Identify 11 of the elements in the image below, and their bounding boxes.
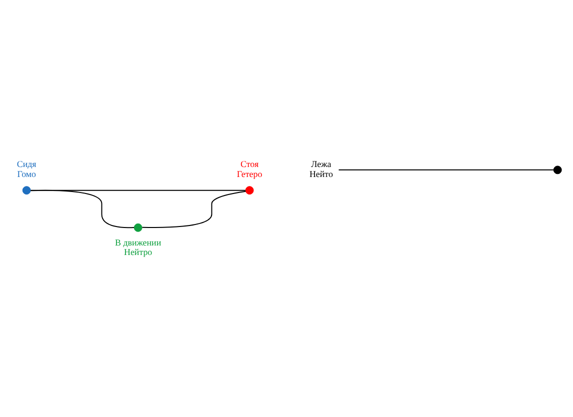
node-circle bbox=[245, 186, 254, 194]
node-circle bbox=[134, 222, 142, 232]
connector bbox=[30, 189, 135, 228]
connector bbox=[338, 168, 554, 170]
node-label: В движении Нейтро bbox=[115, 236, 162, 257]
node-label: Сидя Гомо bbox=[16, 158, 36, 179]
node-label: Стоя Гетеро bbox=[236, 158, 262, 179]
connector bbox=[142, 190, 246, 228]
node-text: Лежа Нейто bbox=[309, 158, 333, 179]
node-circle bbox=[22, 186, 31, 194]
node-circle bbox=[553, 165, 562, 174]
